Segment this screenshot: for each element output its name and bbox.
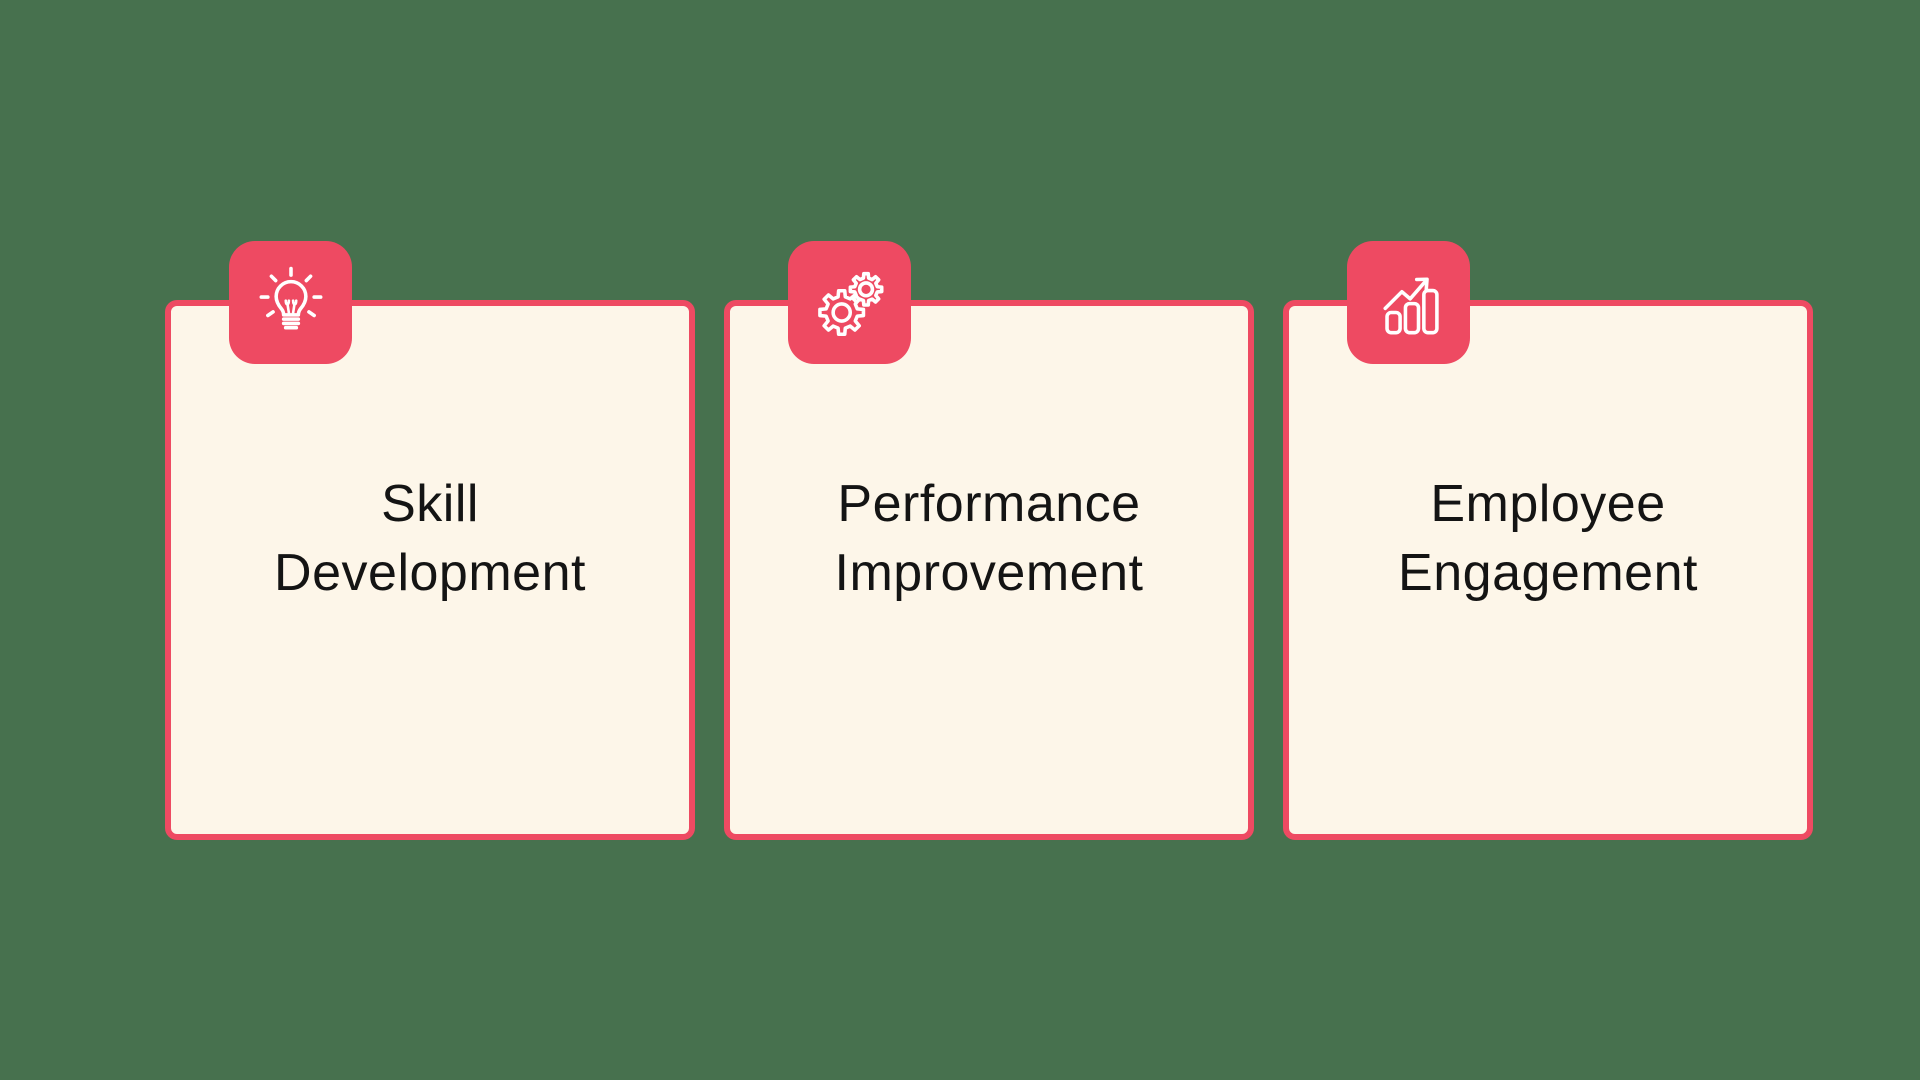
card-employee-engagement: Employee Engagement bbox=[1283, 241, 1813, 840]
card-skill-development: Skill Development bbox=[165, 241, 695, 840]
card-body: Employee Engagement bbox=[1283, 300, 1813, 840]
card-title: Employee Engagement bbox=[1398, 475, 1698, 602]
card-performance-improvement: Performance Improvement bbox=[724, 241, 1254, 840]
card-body: Performance Improvement bbox=[724, 300, 1254, 840]
lightbulb-icon bbox=[253, 265, 329, 341]
icon-badge bbox=[229, 241, 352, 364]
icon-badge bbox=[788, 241, 911, 364]
card-body: Skill Development bbox=[165, 300, 695, 840]
card-title: Skill Development bbox=[274, 475, 586, 602]
gears-icon bbox=[812, 265, 888, 341]
icon-badge bbox=[1347, 241, 1470, 364]
card-title: Performance Improvement bbox=[834, 475, 1144, 602]
growth-chart-icon bbox=[1371, 265, 1447, 341]
